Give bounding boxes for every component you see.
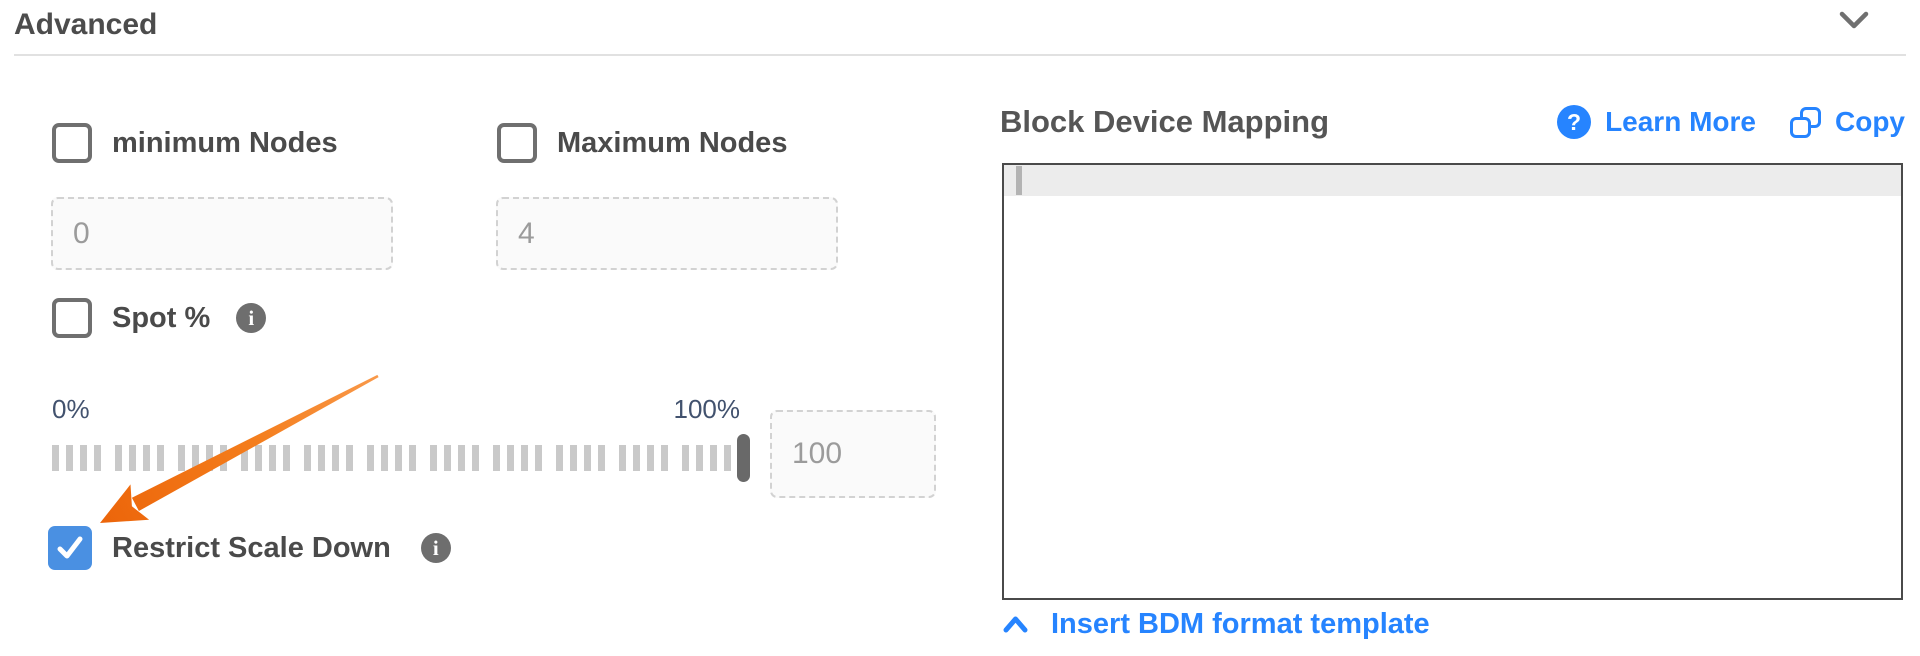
- slider-max-label: 100%: [673, 394, 741, 424]
- spot-percentage-label: Spot %: [112, 301, 211, 334]
- learn-more-link[interactable]: ? Learn More: [1557, 105, 1756, 139]
- copy-icon: [1790, 106, 1821, 138]
- bdm-header: Block Device Mapping ? Learn More Copy: [1000, 104, 1905, 140]
- spot-info-icon[interactable]: i: [236, 303, 267, 333]
- maximum-nodes-input[interactable]: [496, 197, 838, 270]
- bdm-editor-textarea[interactable]: [1002, 163, 1903, 600]
- section-title-advanced: Advanced: [14, 8, 158, 41]
- chevron-down-icon: [1839, 11, 1869, 29]
- copy-button[interactable]: Copy: [1790, 106, 1905, 138]
- maximum-nodes-row: Maximum Nodes: [497, 123, 787, 163]
- bdm-title: Block Device Mapping: [1000, 104, 1330, 139]
- spot-percentage-slider[interactable]: [52, 434, 750, 482]
- restrict-scale-down-row: Restrict Scale Down i: [48, 526, 451, 570]
- slider-min-label: 0%: [52, 394, 90, 424]
- chevron-up-icon: [1003, 616, 1028, 633]
- insert-bdm-template-label: Insert BDM format template: [1051, 608, 1430, 640]
- text-cursor: [1016, 166, 1022, 195]
- restrict-scale-down-label: Restrict Scale Down: [112, 531, 391, 564]
- maximum-nodes-label: Maximum Nodes: [557, 126, 788, 159]
- maximum-nodes-checkbox[interactable]: [497, 123, 537, 163]
- spot-percentage-input[interactable]: [770, 410, 936, 498]
- editor-active-line: [1004, 165, 1901, 196]
- restrict-scale-down-checkbox[interactable]: [48, 526, 92, 570]
- minimum-nodes-row: minimum Nodes: [52, 123, 338, 163]
- checkmark-icon: [57, 536, 83, 559]
- copy-label: Copy: [1835, 106, 1905, 137]
- insert-bdm-template-link[interactable]: Insert BDM format template: [1002, 608, 1430, 641]
- slider-handle[interactable]: [737, 434, 750, 482]
- spot-percentage-checkbox[interactable]: [52, 298, 92, 338]
- minimum-nodes-label: minimum Nodes: [112, 126, 338, 159]
- slider-labels: 0% 100%: [52, 394, 740, 425]
- bdm-header-actions: ? Learn More Copy: [1557, 105, 1905, 139]
- spot-percentage-row: Spot % i: [52, 298, 267, 338]
- section-divider: [14, 54, 1906, 56]
- minimum-nodes-input[interactable]: [51, 197, 393, 270]
- restrict-info-icon[interactable]: i: [420, 533, 451, 563]
- minimum-nodes-checkbox[interactable]: [52, 123, 92, 163]
- question-icon: ?: [1557, 105, 1592, 139]
- collapse-section-button[interactable]: [1838, 6, 1870, 39]
- learn-more-label: Learn More: [1605, 106, 1756, 137]
